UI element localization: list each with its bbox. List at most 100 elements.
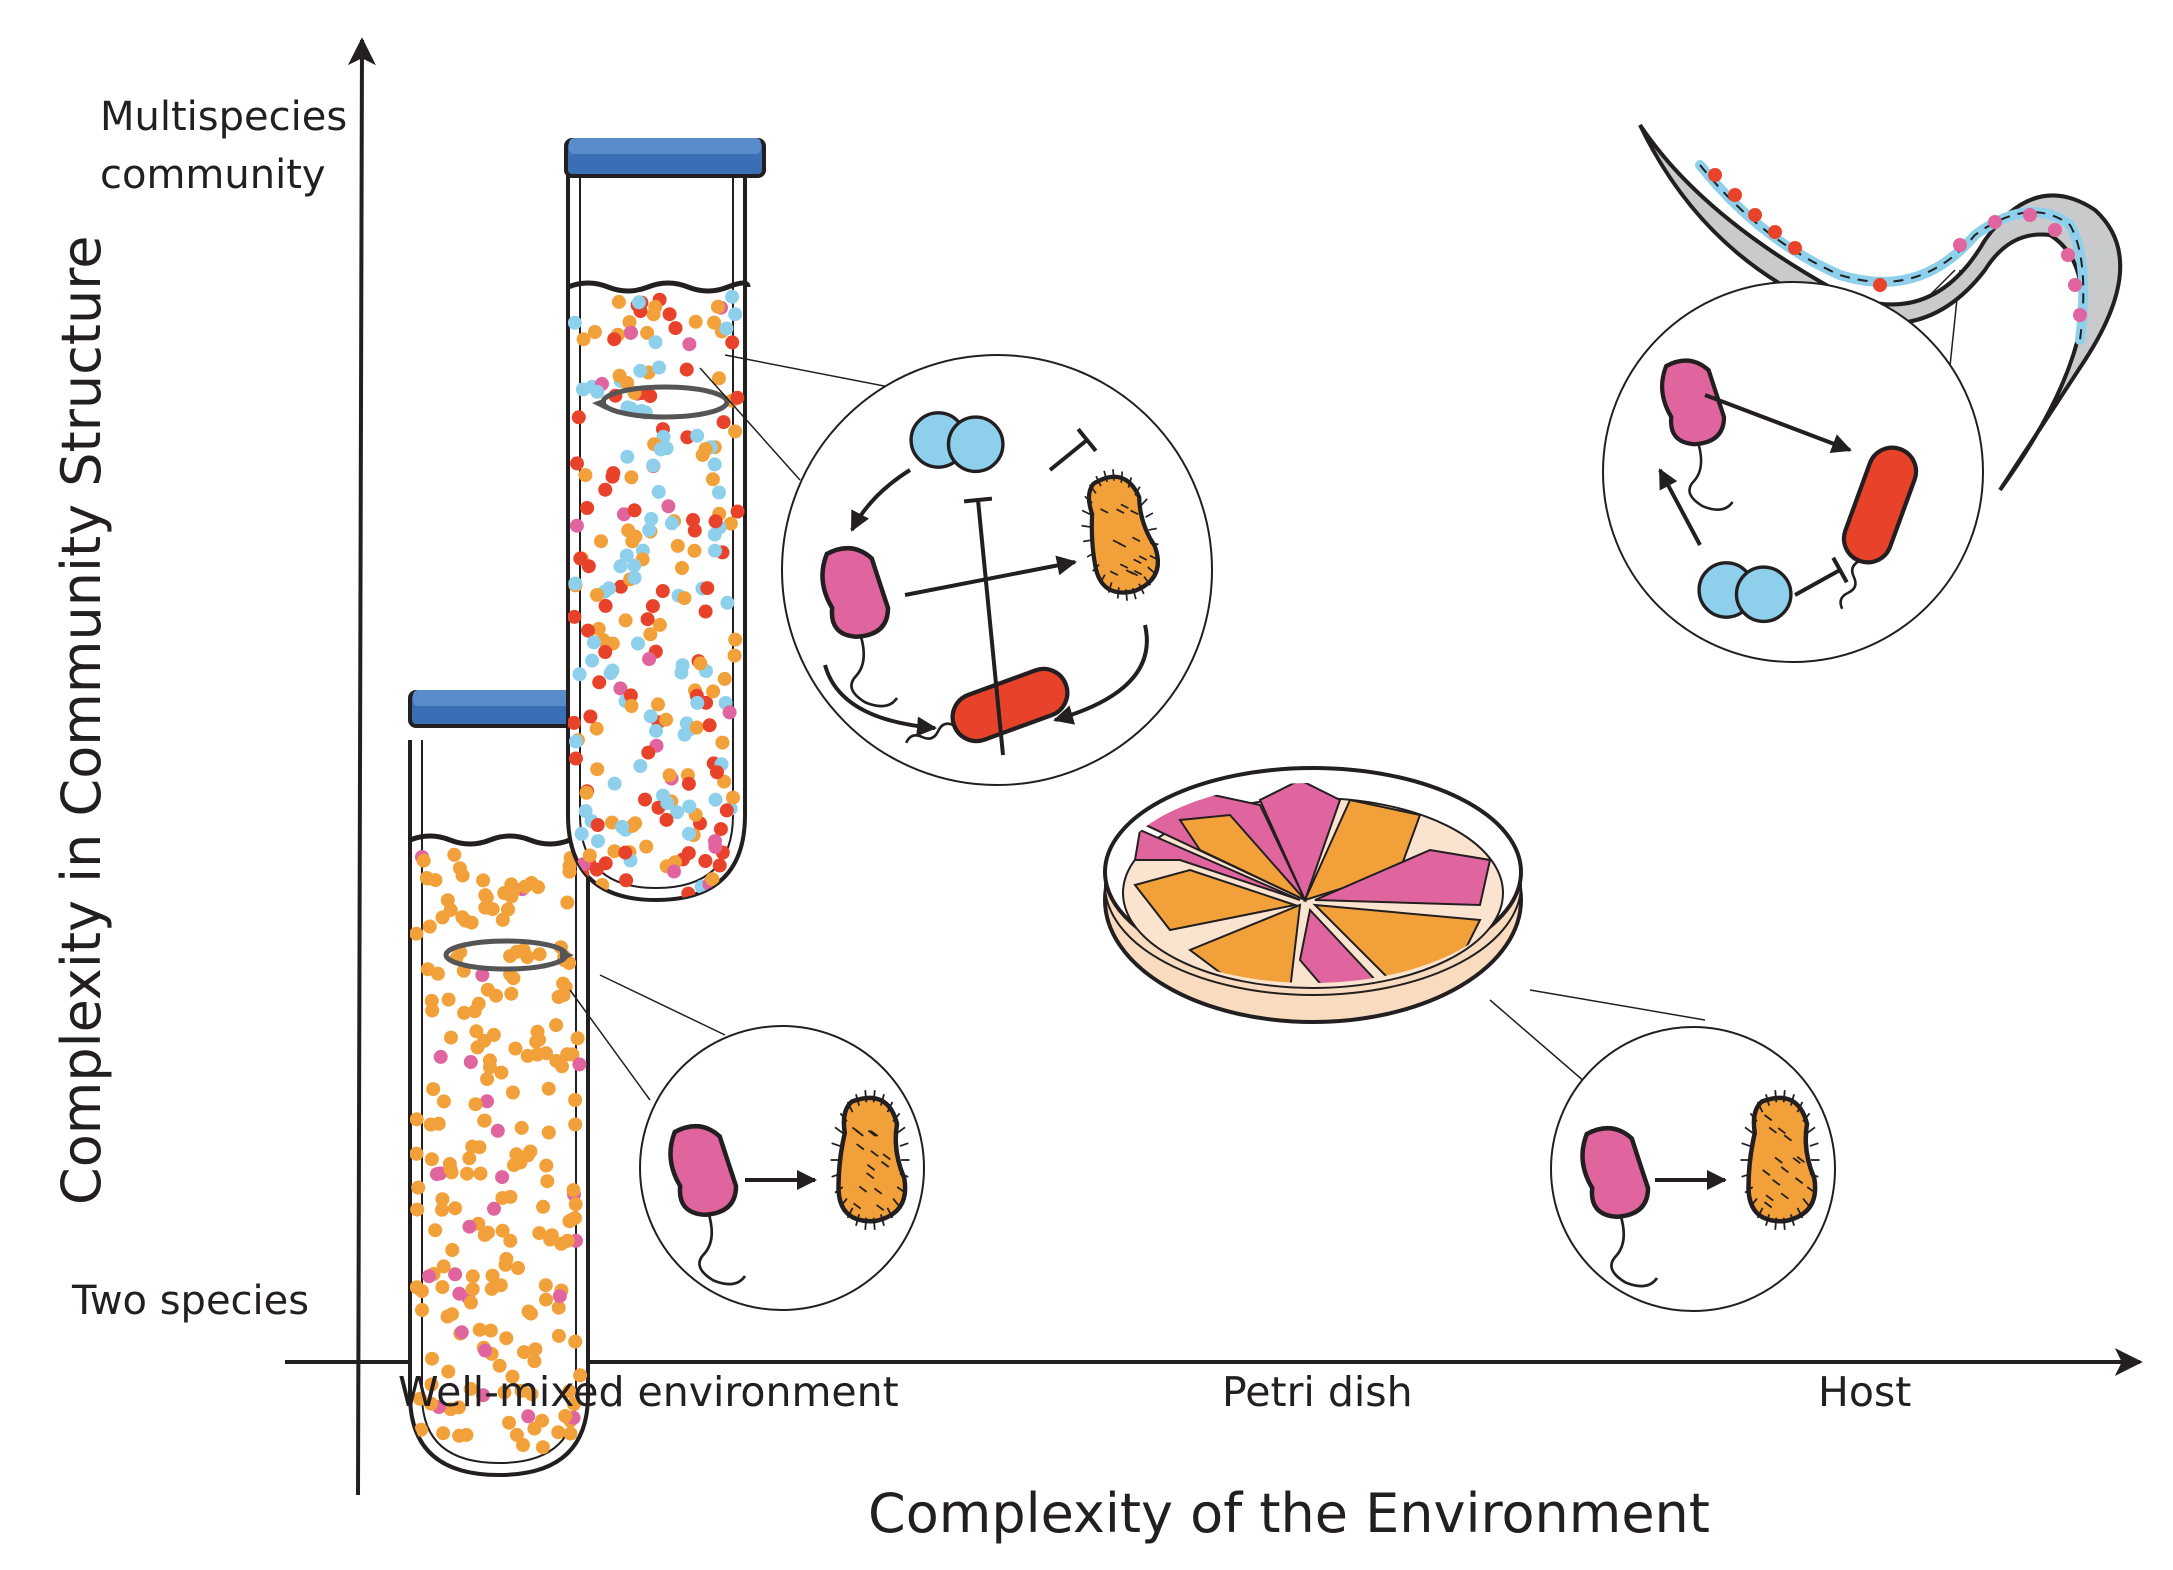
bacterium-dot	[516, 943, 531, 958]
bacterium-cyan-diplococcus-icon	[1697, 561, 1793, 624]
bacterium-dot	[642, 523, 657, 537]
bacterium-dot	[551, 1425, 566, 1440]
bacterium-dot	[716, 415, 731, 430]
bacterium-dot	[580, 501, 595, 515]
bacterium-dot	[713, 822, 728, 837]
bacterium-dot	[592, 675, 607, 690]
bacterium-dot	[631, 636, 645, 651]
bacterium-dot	[643, 709, 658, 724]
bacterium-dot	[578, 468, 593, 483]
bacterium-dot	[460, 1166, 474, 1181]
bacterium-dot	[625, 534, 640, 549]
bacterium-dot	[642, 652, 657, 666]
bacterium-orange-hairy-icon	[1081, 469, 1161, 601]
bacterium-dot	[710, 299, 725, 314]
bacterium-dot	[413, 1391, 428, 1406]
petri-dish-icon	[1103, 766, 1523, 1024]
bacterium-dot	[452, 861, 467, 876]
bacterium-dot	[659, 441, 674, 456]
bacterium-dot	[569, 518, 584, 533]
bacterium-dot	[436, 1094, 451, 1109]
x-axis-title: Complexity of the Environment	[868, 1482, 1710, 1545]
bacterium-dot	[1988, 215, 2002, 229]
bacterium-dot	[532, 947, 547, 962]
bacterium-dot	[661, 499, 676, 514]
arrow-activation-icon	[850, 468, 912, 532]
bacterium-dot	[476, 873, 491, 888]
bacterium-dot	[568, 751, 583, 766]
bacterium-dot	[625, 818, 640, 833]
bacterium-dot	[2023, 208, 2037, 222]
bacterium-dot	[1768, 225, 1782, 239]
bacterium-dot	[1873, 278, 1887, 292]
bacterium-dot	[465, 1282, 480, 1297]
bacterium-dot	[463, 1295, 478, 1310]
bacterium-dot	[590, 818, 605, 832]
bacterium-dot	[511, 1261, 525, 1275]
bacterium-dot	[662, 307, 677, 322]
bacterium-dot	[443, 1162, 458, 1177]
bacterium-dot	[705, 472, 720, 487]
bacterium-dot	[1728, 188, 1742, 202]
bacterium-dot	[602, 581, 616, 596]
colony-sector	[1314, 848, 1492, 907]
x-tick-well-mixed: Well-mixed environment	[398, 1368, 899, 1416]
bacterium-dot	[502, 1415, 516, 1430]
bacterium-dot	[490, 1123, 505, 1138]
bacterium-dot	[560, 895, 575, 910]
bacterium-dot	[649, 723, 663, 738]
arrow-activation-icon	[1053, 624, 1149, 725]
bacterium-dot	[655, 584, 670, 598]
bacterium-dot	[495, 1223, 510, 1238]
bacterium-dot	[424, 1396, 439, 1411]
bacterium-dot	[675, 658, 690, 673]
bacterium-dot	[569, 734, 583, 749]
bacterium-dot	[613, 579, 628, 594]
bacterium-orange-hairy-icon	[830, 1090, 910, 1230]
bacterium-dot	[435, 1280, 450, 1295]
bacterium-dot	[651, 697, 665, 712]
bacterium-dot	[633, 363, 648, 378]
bacterium-dot	[619, 548, 634, 563]
bacterium-dot	[503, 1233, 518, 1248]
bacterium-dot	[411, 1180, 426, 1195]
bacterium-dot	[422, 919, 437, 934]
bacterium-dot	[521, 1409, 536, 1424]
bacterium-dot	[568, 1334, 583, 1349]
bacterium-dot	[698, 604, 713, 619]
bacterium-dot	[424, 1152, 439, 1167]
bacterium-dot	[583, 709, 598, 724]
colony-sector	[1258, 783, 1342, 903]
bacterium-dot	[624, 470, 639, 485]
bacterium-dot	[574, 826, 589, 841]
bacterium-dot	[475, 968, 490, 982]
bacterium-dot	[581, 559, 596, 574]
bacterium-dot	[689, 720, 704, 735]
bacterium-dot	[698, 854, 713, 868]
bacterium-dot	[631, 295, 646, 310]
bacterium-dot	[565, 1047, 580, 1062]
bacterium-dot	[477, 1113, 492, 1128]
bacterium-dot	[425, 1351, 439, 1366]
bacterium-dot	[660, 796, 675, 810]
bacterium-dot	[436, 1259, 451, 1274]
bacterium-dot	[462, 1219, 477, 1234]
bacterium-dot	[566, 1183, 581, 1198]
y-axis-title: Complexity in Community Structure	[50, 235, 113, 1205]
y-tick-bottom: Two species	[72, 1278, 310, 1324]
bacterium-dot	[562, 864, 577, 879]
bacterium-dot	[712, 485, 726, 500]
bacterium-dot	[539, 1158, 554, 1173]
bacterium-dot	[585, 653, 600, 668]
bacterium-dot	[469, 1024, 484, 1039]
bacterium-dot	[1708, 168, 1722, 182]
bacterium-dot	[509, 1147, 524, 1162]
bacterium-dot	[509, 1427, 524, 1442]
bacterium-dot	[690, 428, 705, 443]
bacterium-dot	[682, 799, 697, 814]
bacterium-dot	[720, 595, 735, 610]
bacterium-dot	[435, 1192, 450, 1207]
bacterium-dot	[579, 785, 594, 800]
bacterium-dot	[641, 745, 656, 760]
bacterium-dot	[481, 1225, 495, 1240]
